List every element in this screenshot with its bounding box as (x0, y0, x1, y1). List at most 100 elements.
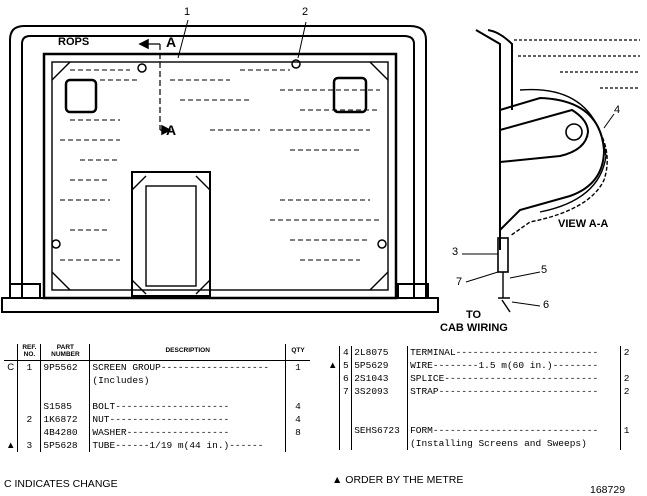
section-mark-top: A (166, 34, 177, 50)
work-light-right (332, 76, 368, 114)
callout-3: 3 (452, 246, 459, 258)
window-frame (42, 52, 398, 300)
to-label: TO (466, 309, 482, 321)
qty-cell: 2 (620, 346, 632, 359)
change-mark (326, 385, 340, 398)
change-mark (4, 387, 18, 400)
part-number-cell: 1K6872 (40, 412, 90, 426)
view-a-a-label: VIEW A-A (558, 218, 609, 230)
cab-wiring-label: CAB WIRING (440, 322, 508, 334)
change-mark (326, 398, 340, 411)
callout-6: 6 (543, 299, 550, 311)
mount-hole (51, 239, 61, 249)
work-light-left (64, 78, 98, 114)
ref-no-cell: 4 (339, 346, 352, 359)
mount-hole (291, 59, 301, 69)
table-row: S1585 BOLT--------------------4 (4, 399, 310, 413)
part-number-cell: 5P5629 (351, 359, 408, 372)
description-cell: TERMINAL------------------------- (407, 346, 621, 359)
part-number-cell (351, 411, 408, 424)
table-row: (Includes) (4, 373, 310, 387)
description-cell: WIRE--------1.5 m(60 in.)-------- (407, 359, 621, 372)
description-cell: SPLICE--------------------------- (407, 372, 621, 385)
part-number-cell: 2L8075 (351, 346, 408, 359)
change-mark (326, 437, 340, 450)
qty-cell (620, 359, 632, 372)
callout-2: 2 (302, 6, 309, 18)
callout-5: 5 (541, 264, 548, 276)
ref-no-cell: 3 (17, 438, 41, 452)
qty-cell (620, 437, 632, 450)
part-number-cell (351, 398, 408, 411)
qty-cell (285, 438, 310, 452)
change-mark (326, 411, 340, 424)
leader-4 (603, 113, 615, 129)
leader-5 (509, 271, 541, 279)
part-number-cell: 4B4280 (40, 425, 90, 439)
qty-cell: 4 (285, 412, 310, 426)
ref-no-cell: 6 (339, 372, 352, 385)
qty-cell (620, 398, 632, 411)
qty-cell: 2 (620, 372, 632, 385)
ref-no-cell (17, 425, 41, 439)
qty-cell: 4 (285, 399, 310, 413)
rops-base-rail (1, 297, 439, 313)
table-row (326, 411, 632, 424)
ref-no-cell (17, 399, 41, 413)
description-cell: SCREEN GROUP------------------- (89, 360, 286, 374)
header-description: DESCRIPTION (89, 344, 286, 361)
leader-6 (511, 301, 541, 307)
description-cell (407, 398, 621, 411)
part-number-cell (40, 386, 90, 400)
change-mark (4, 426, 18, 439)
change-mark: C (7, 361, 15, 373)
vent-opening (131, 171, 211, 297)
change-mark (326, 346, 340, 359)
callout-1: 1 (184, 6, 191, 18)
mount-hole (137, 63, 147, 73)
description-cell: (Includes) (89, 373, 286, 387)
ref-no-cell: 5 (339, 359, 352, 372)
change-mark: ▲ (328, 360, 338, 371)
leader-7 (465, 271, 499, 283)
metre-legend: ▲ ORDER BY THE METRE (332, 474, 464, 486)
qty-cell: 8 (285, 425, 310, 439)
change-legend: C INDICATES CHANGE (4, 478, 118, 490)
view-a-a-detail (475, 29, 608, 313)
part-number-cell: S1585 (40, 399, 90, 413)
part-number-cell (351, 437, 408, 450)
ref-no-cell (339, 398, 352, 411)
qty-cell: 2 (620, 385, 632, 398)
header-part-number: PART NUMBER (40, 344, 90, 361)
change-mark (4, 374, 18, 387)
change-mark (4, 400, 18, 413)
ref-no-cell: 7 (339, 385, 352, 398)
part-number-cell: 3S2093 (351, 385, 408, 398)
part-number-cell: SEHS6723 (351, 424, 408, 437)
qty-cell (285, 373, 310, 387)
header-ref-no: REF. NO. (17, 344, 41, 361)
part-number-cell (40, 373, 90, 387)
part-number-cell: 9P5562 (40, 360, 90, 374)
table-row: 4B4280 WASHER------------------8 (4, 425, 310, 439)
leader-2 (297, 21, 307, 59)
description-cell (407, 411, 621, 424)
part-number-cell: 2S1043 (351, 372, 408, 385)
ref-no-cell (339, 424, 352, 437)
description-cell: WASHER------------------ (89, 425, 286, 439)
table-row (4, 386, 310, 400)
description-cell: TUBE------1/19 m(44 in.)------ (89, 438, 286, 452)
qty-cell: 1 (285, 360, 310, 374)
rops-frame (9, 25, 427, 300)
description-cell: BOLT-------------------- (89, 399, 286, 413)
change-mark (326, 424, 340, 437)
change-mark: ▲ (6, 439, 16, 451)
table-row: (Installing Screens and Sweeps) (326, 437, 632, 450)
ref-no-cell (17, 386, 41, 400)
